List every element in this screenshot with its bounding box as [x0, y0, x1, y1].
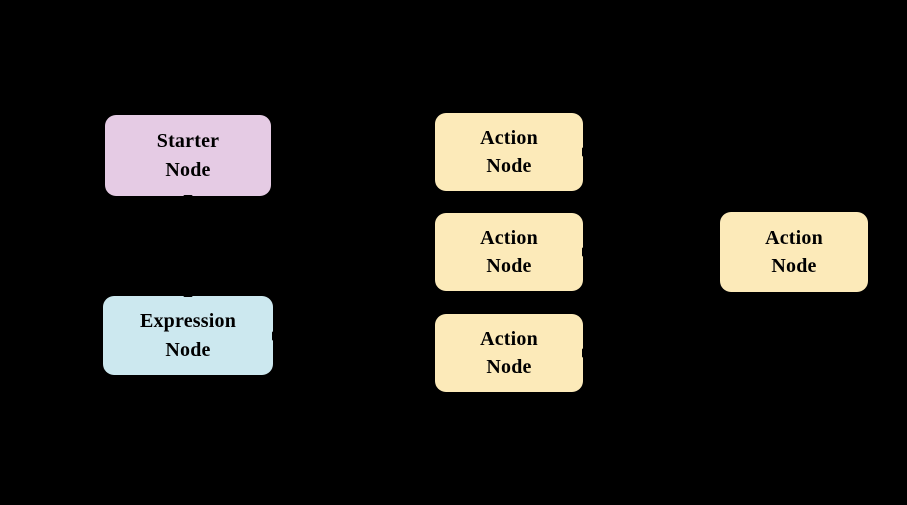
node-expression[interactable]: Expression Node: [103, 292, 277, 375]
node-expression-label-line2: Node: [165, 338, 211, 361]
node-action-1-label-line1: Action: [480, 126, 538, 149]
node-expression-port-top[interactable]: [183, 292, 193, 297]
node-action-1-port-right[interactable]: [582, 147, 587, 157]
node-action-3-label-line1: Action: [480, 327, 538, 350]
node-action-4-label-line1: Action: [765, 226, 823, 249]
node-starter-label-line2: Node: [165, 158, 211, 181]
node-action-1-label-line2: Node: [486, 155, 532, 177]
node-expression-label-line1: Expression: [139, 310, 237, 333]
node-action-2-label-line1: Action: [480, 226, 538, 249]
node-action-3-port-right[interactable]: [582, 348, 587, 358]
node-starter[interactable]: Starter Node: [105, 115, 271, 200]
node-action-1[interactable]: Action Node: [435, 113, 587, 191]
node-starter-label-line1: Starter: [156, 130, 220, 153]
node-action-2-label-line2: Node: [486, 255, 532, 277]
node-action-4-label-line2: Node: [771, 255, 817, 277]
node-action-4[interactable]: Action Node: [720, 212, 868, 292]
node-action-3[interactable]: Action Node: [435, 314, 587, 392]
node-action-2[interactable]: Action Node: [435, 213, 587, 291]
node-expression-port-right[interactable]: [272, 331, 277, 340]
node-action-3-label-line2: Node: [486, 356, 532, 378]
node-action-2-port-right[interactable]: [582, 247, 587, 257]
node-starter-port-bottom[interactable]: [183, 195, 193, 200]
